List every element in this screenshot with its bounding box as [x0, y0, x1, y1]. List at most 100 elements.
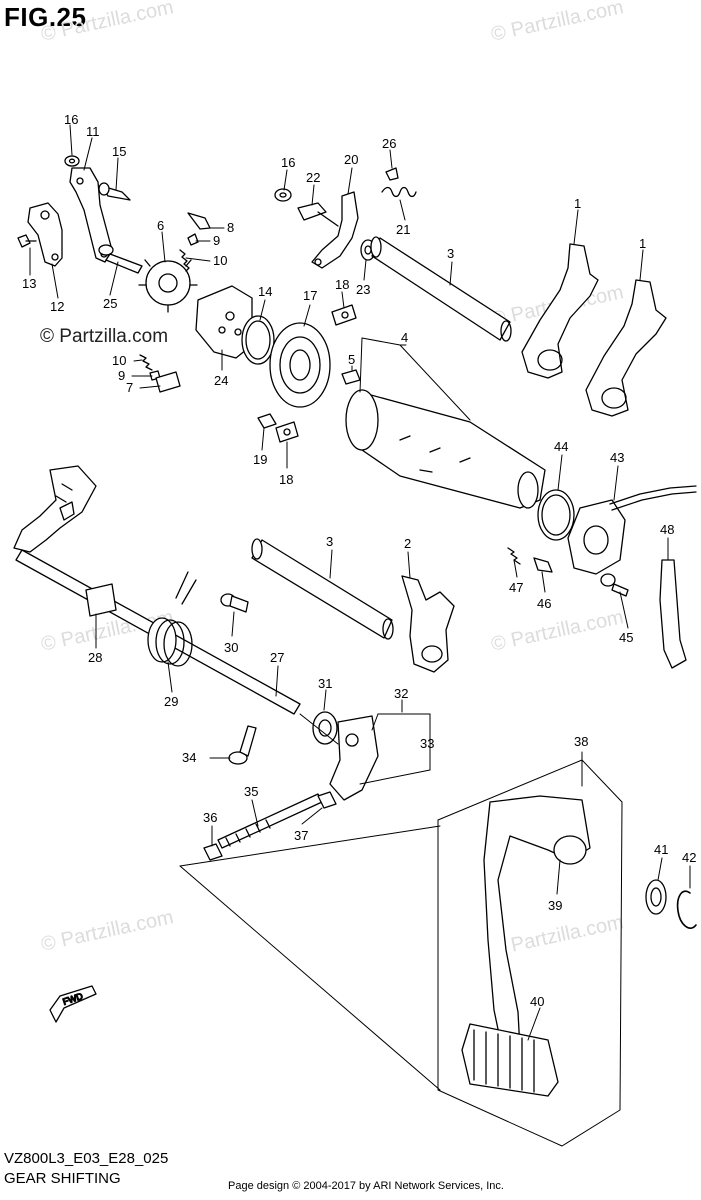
callout-1[interactable]: 1 [639, 236, 646, 251]
callout-38[interactable]: 38 [574, 734, 588, 749]
shift-fork-1-front[interactable] [521, 243, 599, 379]
shift-fork-shaft-3-lower[interactable] [251, 538, 394, 640]
callout-42[interactable]: 42 [682, 850, 696, 865]
washer-18-lower[interactable] [275, 421, 299, 443]
pawl-lifter-7[interactable] [155, 371, 181, 393]
spring-10-upper[interactable] [179, 249, 190, 272]
callout-8[interactable]: 8 [227, 220, 234, 235]
callout-1[interactable]: 1 [574, 196, 581, 211]
gear-position-switch-43[interactable] [567, 485, 697, 575]
callout-3[interactable]: 3 [447, 246, 454, 261]
clamp-48[interactable] [659, 559, 687, 669]
callout-2[interactable]: 2 [404, 536, 411, 551]
callout-3[interactable]: 3 [326, 534, 333, 549]
washer-16-left[interactable] [64, 155, 80, 167]
callout-12[interactable]: 12 [50, 299, 64, 314]
callout-13[interactable]: 13 [22, 276, 36, 291]
shift-pedal-rubber-40[interactable] [461, 1023, 559, 1097]
pawl-9-upper[interactable] [187, 233, 199, 246]
callout-47[interactable]: 47 [509, 580, 523, 595]
spring-47[interactable] [507, 547, 521, 565]
screw-45[interactable] [600, 573, 629, 597]
callout-20[interactable]: 20 [344, 152, 358, 167]
callout-35[interactable]: 35 [244, 784, 258, 799]
callout-30[interactable]: 30 [224, 640, 238, 655]
callout-27[interactable]: 27 [270, 650, 284, 665]
callout-22[interactable]: 22 [306, 170, 320, 185]
oil-seal-31[interactable] [312, 711, 338, 745]
nut-37[interactable] [317, 791, 337, 809]
shift-fork-2[interactable] [401, 575, 455, 673]
dowel-pin-5[interactable] [341, 369, 361, 385]
bolt-34[interactable] [228, 725, 257, 765]
screw-26[interactable] [385, 167, 399, 181]
o-ring-14[interactable] [241, 315, 275, 365]
callout-31[interactable]: 31 [318, 676, 332, 691]
callout-46[interactable]: 46 [537, 596, 551, 611]
bolt-30[interactable] [220, 593, 249, 613]
callout-16[interactable]: 16 [281, 155, 295, 170]
bolt-13[interactable] [17, 234, 37, 248]
callout-45[interactable]: 45 [619, 630, 633, 645]
pin-46[interactable] [533, 557, 553, 573]
callout-21[interactable]: 21 [396, 222, 410, 237]
callout-25[interactable]: 25 [103, 296, 117, 311]
callout-28[interactable]: 28 [88, 650, 102, 665]
cam-driven-gear-6[interactable] [138, 259, 198, 313]
callout-24[interactable]: 24 [214, 373, 228, 388]
cam-stopper-plate-12[interactable] [27, 202, 63, 267]
shift-fork-shaft-3-upper[interactable] [370, 236, 512, 342]
return-spring-29[interactable] [147, 571, 197, 667]
stud-15[interactable] [98, 182, 131, 201]
gearshift-arm-28[interactable] [13, 465, 97, 553]
nut-36[interactable] [203, 843, 223, 861]
pin-8[interactable] [187, 212, 211, 230]
callout-14[interactable]: 14 [258, 284, 272, 299]
callout-17[interactable]: 17 [303, 288, 317, 303]
callout-6[interactable]: 6 [157, 218, 164, 233]
bolt-25[interactable] [98, 244, 143, 274]
callout-39[interactable]: 39 [548, 898, 562, 913]
callout-34[interactable]: 34 [182, 750, 196, 765]
washer-18-upper[interactable] [331, 304, 357, 326]
callout-16[interactable]: 16 [64, 112, 78, 127]
gearshift-lever-40[interactable] [483, 795, 591, 1059]
callout-4[interactable]: 4 [401, 330, 408, 345]
stopper-plate-20[interactable] [311, 191, 359, 269]
spring-21[interactable] [381, 186, 417, 198]
callout-7[interactable]: 7 [126, 380, 133, 395]
callout-11[interactable]: 11 [86, 124, 100, 139]
washer-16-right[interactable] [274, 188, 292, 202]
callout-43[interactable]: 43 [610, 450, 624, 465]
callout-41[interactable]: 41 [654, 842, 668, 857]
callout-40[interactable]: 40 [530, 994, 544, 1009]
callout-37[interactable]: 37 [294, 828, 308, 843]
callout-29[interactable]: 29 [164, 694, 178, 709]
shift-fork-1-rear[interactable] [585, 279, 667, 417]
washer-41[interactable] [645, 879, 667, 915]
callout-15[interactable]: 15 [112, 144, 126, 159]
callout-33[interactable]: 33 [420, 736, 434, 751]
callout-9[interactable]: 9 [118, 368, 125, 383]
callout-18[interactable]: 18 [279, 472, 293, 487]
callout-32[interactable]: 32 [394, 686, 408, 701]
callout-18[interactable]: 18 [335, 277, 349, 292]
callout-9[interactable]: 9 [213, 233, 220, 248]
callout-5[interactable]: 5 [348, 352, 355, 367]
stud-22[interactable] [297, 202, 339, 227]
gearshift-cam-4[interactable] [345, 389, 546, 509]
bolt-19[interactable] [257, 413, 277, 429]
o-ring-44[interactable] [537, 489, 575, 541]
circlip-42[interactable] [676, 890, 697, 929]
bearing-17[interactable] [269, 322, 331, 408]
callout-10[interactable]: 10 [112, 353, 126, 368]
callout-36[interactable]: 36 [203, 810, 217, 825]
gearshift-arm-33[interactable] [329, 715, 379, 801]
callout-10[interactable]: 10 [213, 253, 227, 268]
callout-23[interactable]: 23 [356, 282, 370, 297]
callout-44[interactable]: 44 [554, 439, 568, 454]
callout-26[interactable]: 26 [382, 136, 396, 151]
spring-10-lower[interactable] [139, 354, 153, 371]
callout-19[interactable]: 19 [253, 452, 267, 467]
callout-48[interactable]: 48 [660, 522, 674, 537]
